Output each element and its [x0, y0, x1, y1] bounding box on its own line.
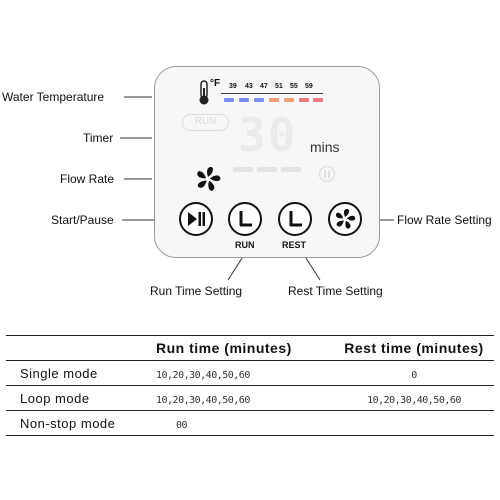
temp-tick: 47 [260, 83, 268, 90]
table-row: Non-stop mode 00 [6, 410, 494, 436]
flow-rate-segment [281, 167, 301, 172]
run-badge: RUN [182, 114, 229, 131]
run-time-setting-callout: Run Time Setting [150, 284, 243, 298]
temp-level-bar [239, 98, 249, 102]
rest-time-values: 0 [411, 369, 417, 381]
timer-unit: mins [310, 139, 340, 155]
run-time-setting-button[interactable] [228, 202, 262, 236]
start-pause-button[interactable] [179, 202, 213, 236]
table-header-row: Run time (minutes) Rest time (minutes) [6, 335, 494, 361]
temp-tick: 39 [229, 83, 237, 90]
run-time-values: 00 [176, 419, 188, 431]
mode-name: Non-stop mode [6, 410, 130, 436]
temp-level-bar [284, 98, 294, 102]
run-time-values: 10,20,30,40,50,60 [156, 394, 250, 406]
run-button-label: RUN [235, 240, 255, 250]
rest-button-label: REST [282, 240, 307, 250]
fan-icon [335, 209, 356, 229]
temp-tick: 43 [245, 83, 253, 90]
temp-level-bar [299, 98, 309, 102]
start-pause-callout: Start/Pause [51, 213, 114, 227]
table-row: Single mode 10,20,30,40,50,60 0 [6, 360, 494, 386]
water-temperature-callout: Water Temperature [2, 90, 105, 104]
flow-rate-segment [257, 167, 277, 172]
flow-rate-setting-callout: Flow Rate Setting [397, 213, 492, 227]
temperature-unit: °F [210, 78, 221, 89]
run-time-values: 10,20,30,40,50,60 [156, 369, 250, 381]
header-rest-time: Rest time (minutes) [334, 335, 494, 361]
clock-hands-icon [239, 211, 252, 227]
temp-level-bar [313, 98, 323, 102]
rest-time-setting-callout: Rest Time Setting [288, 284, 383, 298]
temp-level-bar [254, 98, 264, 102]
pause-indicator-icon [318, 165, 336, 183]
thermometer-icon [199, 80, 209, 105]
timer-callout: Timer [83, 131, 114, 145]
mode-name: Loop mode [6, 385, 130, 411]
header-mode [6, 335, 130, 361]
clock-hands-icon [289, 211, 302, 227]
timer-display: 30 [238, 108, 298, 162]
flow-rate-setting-button[interactable] [328, 202, 362, 236]
temp-scale-line [221, 93, 323, 94]
header-run-time: Run time (minutes) [130, 335, 334, 361]
temp-tick: 51 [275, 83, 283, 90]
rest-time-values: 10,20,30,40,50,60 [367, 394, 461, 406]
temp-tick: 59 [305, 83, 313, 90]
rest-time-setting-button[interactable] [278, 202, 312, 236]
table-row: Loop mode 10,20,30,40,50,60 10,20,30,40,… [6, 385, 494, 411]
mode-name: Single mode [6, 360, 130, 386]
flow-rate-segment [233, 167, 253, 172]
temp-level-bar [224, 98, 234, 102]
temp-level-bar [269, 98, 279, 102]
callout-leaders [120, 96, 394, 281]
play-pause-icon [188, 212, 205, 226]
temp-tick: 55 [290, 83, 298, 90]
mode-table: Run time (minutes) Rest time (minutes) S… [6, 335, 494, 436]
fan-icon [197, 167, 221, 191]
flow-rate-callout: Flow Rate [60, 172, 115, 186]
